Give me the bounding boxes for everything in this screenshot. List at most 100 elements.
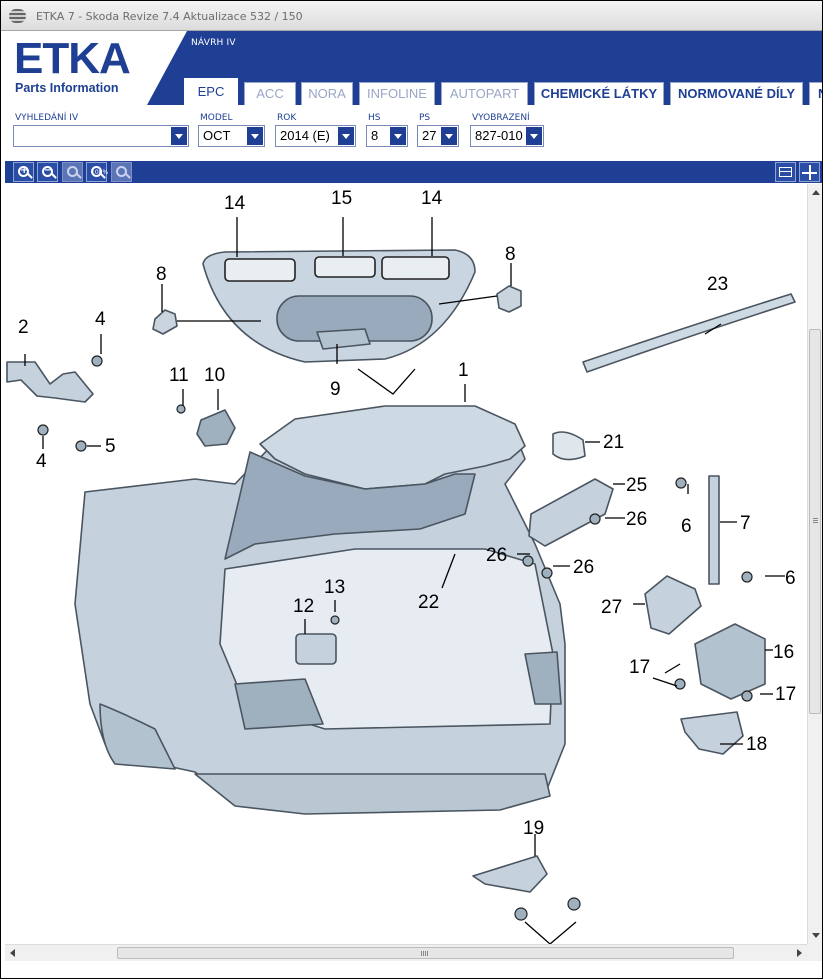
callout-21[interactable]: 21: [603, 432, 624, 453]
scroll-right-icon[interactable]: [797, 949, 802, 957]
model-label: MODEL: [200, 113, 233, 123]
callout-14a[interactable]: 14: [224, 193, 246, 214]
tailgate-lock: [694, 623, 766, 700]
callout-5[interactable]: 5: [105, 436, 116, 457]
zoom-in-icon[interactable]: +: [13, 162, 34, 182]
ps-select[interactable]: 27: [417, 125, 459, 147]
callout-11[interactable]: 11: [169, 365, 189, 386]
callout-19[interactable]: 19: [523, 818, 544, 839]
hs-value: 8: [371, 128, 379, 143]
grommet-right: [496, 285, 522, 313]
chevron-down-icon[interactable]: [441, 127, 457, 145]
grommet-left: [152, 309, 178, 335]
callout-2[interactable]: 2: [18, 317, 29, 338]
zoom-100-label: 100%: [91, 169, 109, 176]
expand-icon[interactable]: [799, 162, 820, 182]
vertical-scrollbar[interactable]: [807, 184, 822, 944]
callout-8a[interactable]: 8: [156, 264, 167, 285]
image-label: VYOBRAZENÍ: [472, 113, 530, 123]
callout-4b[interactable]: 4: [36, 451, 47, 472]
bolt: [522, 555, 534, 567]
callout-10[interactable]: 10: [204, 365, 225, 386]
logo-wedge: [147, 31, 187, 105]
callout-15[interactable]: 15: [331, 188, 352, 209]
callout-13[interactable]: 13: [324, 577, 345, 598]
callout-7[interactable]: 7: [740, 513, 751, 534]
vertical-scroll-thumb[interactable]: [809, 329, 821, 714]
tab-chemicke-latky[interactable]: CHEMICKÉ LÁTKY: [534, 82, 664, 105]
ps-value: 27: [422, 128, 437, 143]
tab-autopart[interactable]: AUTOPART: [441, 82, 528, 105]
callout-1[interactable]: 1: [458, 360, 469, 381]
zoom-reset-icon[interactable]: [111, 162, 132, 182]
year-label: ROK: [277, 113, 297, 123]
search-select[interactable]: [13, 125, 189, 147]
chevron-down-icon[interactable]: [171, 127, 187, 145]
logo-text: ETKA: [14, 34, 131, 83]
nut: [674, 678, 686, 690]
callout-6b[interactable]: 6: [785, 568, 796, 589]
bolt: [91, 355, 103, 367]
image-toolbar: + − 100%: [5, 161, 822, 183]
callout-26a[interactable]: 26: [626, 509, 647, 530]
split-view-icon[interactable]: [775, 162, 796, 182]
tail-light-left: [234, 678, 324, 730]
zoom-fit-icon[interactable]: [62, 162, 83, 182]
tab-infoline[interactable]: INFOLINE: [359, 82, 435, 105]
zoom-100-icon[interactable]: 100%: [86, 162, 109, 182]
image-select[interactable]: 827-010: [470, 125, 544, 147]
hs-select[interactable]: 8: [366, 125, 408, 147]
plate-lamp-right: [381, 256, 450, 280]
plate-lamp-left: [224, 258, 296, 282]
ps-label: PS: [419, 113, 431, 123]
window-title: ETKA 7 - Skoda Revize 7.4 Aktualizace 53…: [36, 10, 303, 23]
horizontal-scroll-thumb[interactable]: [117, 947, 734, 959]
callout-26c[interactable]: 26: [573, 557, 594, 578]
trim-strip: [582, 293, 796, 373]
status-strip: [1, 961, 822, 978]
chevron-down-icon[interactable]: [247, 127, 263, 145]
tab-epc[interactable]: EPC: [184, 78, 238, 105]
callout-18[interactable]: 18: [746, 734, 767, 755]
callout-25[interactable]: 25: [626, 475, 647, 496]
year-select[interactable]: 2014 (E): [275, 125, 356, 147]
filter-bar: VYHLEDÁNÍ IV MODEL OCT ROK 2014 (E) HS 8…: [1, 105, 822, 161]
chevron-down-icon[interactable]: [526, 127, 542, 145]
callout-26b[interactable]: 26: [486, 545, 507, 566]
zoom-out-icon[interactable]: −: [37, 162, 58, 182]
callout-17a[interactable]: 17: [629, 657, 650, 678]
parts-diagram[interactable]: 14 15 14 8 8 23 2 4 9 1 11 10 5 4 21 25 …: [5, 184, 807, 944]
tab-normovane-dily[interactable]: NORMOVANÉ DÍLY: [670, 82, 803, 105]
bolt: [514, 907, 528, 921]
chevron-down-icon[interactable]: [338, 127, 354, 145]
tab-acc[interactable]: ACC: [244, 82, 296, 105]
striker: [680, 711, 744, 755]
header-label: NÁVRH IV: [191, 38, 236, 48]
callout-14b[interactable]: 14: [421, 188, 443, 209]
tab-more[interactable]: N: [809, 82, 822, 105]
callout-16[interactable]: 16: [773, 642, 794, 663]
callout-12[interactable]: 12: [293, 596, 314, 617]
callout-8b[interactable]: 8: [505, 244, 516, 265]
horizontal-scrollbar[interactable]: [5, 944, 807, 961]
rear-bumper: [194, 773, 551, 815]
image-value: 827-010: [475, 128, 523, 143]
callout-4a[interactable]: 4: [95, 309, 106, 330]
bolt: [37, 424, 49, 436]
tab-nora[interactable]: NORA: [301, 82, 353, 105]
chevron-down-icon[interactable]: [390, 127, 406, 145]
callout-27[interactable]: 27: [601, 597, 622, 618]
callout-17b[interactable]: 17: [775, 684, 796, 705]
callout-22[interactable]: 22: [418, 592, 439, 613]
scroll-down-icon[interactable]: [812, 933, 820, 938]
callout-23[interactable]: 23: [707, 274, 728, 295]
scroll-left-icon[interactable]: [10, 949, 15, 957]
model-select[interactable]: OCT: [198, 125, 265, 147]
model-value: OCT: [203, 128, 231, 143]
logo-subtitle: Parts Information: [15, 81, 119, 95]
callout-6a[interactable]: 6: [681, 516, 692, 537]
push-button: [316, 328, 371, 350]
callout-9[interactable]: 9: [330, 379, 341, 400]
bulb: [552, 431, 586, 461]
scroll-up-icon[interactable]: [812, 190, 820, 195]
